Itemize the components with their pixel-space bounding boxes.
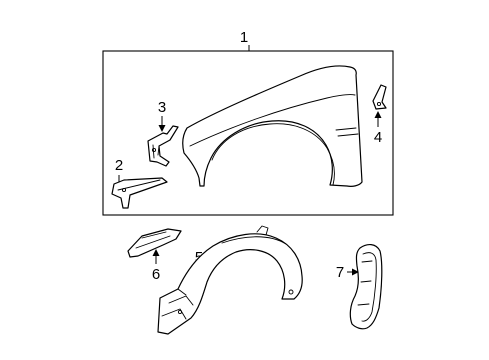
fender-liner[interactable] [157,225,303,335]
wheel-opening-molding[interactable] [349,244,383,330]
fender-panel[interactable] [182,65,363,187]
callout-7[interactable]: 7 [336,264,344,281]
splash-shield[interactable] [127,228,182,258]
callout-6[interactable]: 6 [152,266,160,283]
upper-bracket[interactable] [147,125,179,167]
callout-4[interactable]: 4 [374,129,382,146]
callout-1[interactable]: 1 [240,29,248,46]
fender-assembly-frame [102,50,394,216]
lower-bracket[interactable] [111,177,168,209]
fender-clip[interactable] [372,84,387,110]
callout-2[interactable]: 2 [115,157,123,174]
callout-3[interactable]: 3 [158,99,166,116]
